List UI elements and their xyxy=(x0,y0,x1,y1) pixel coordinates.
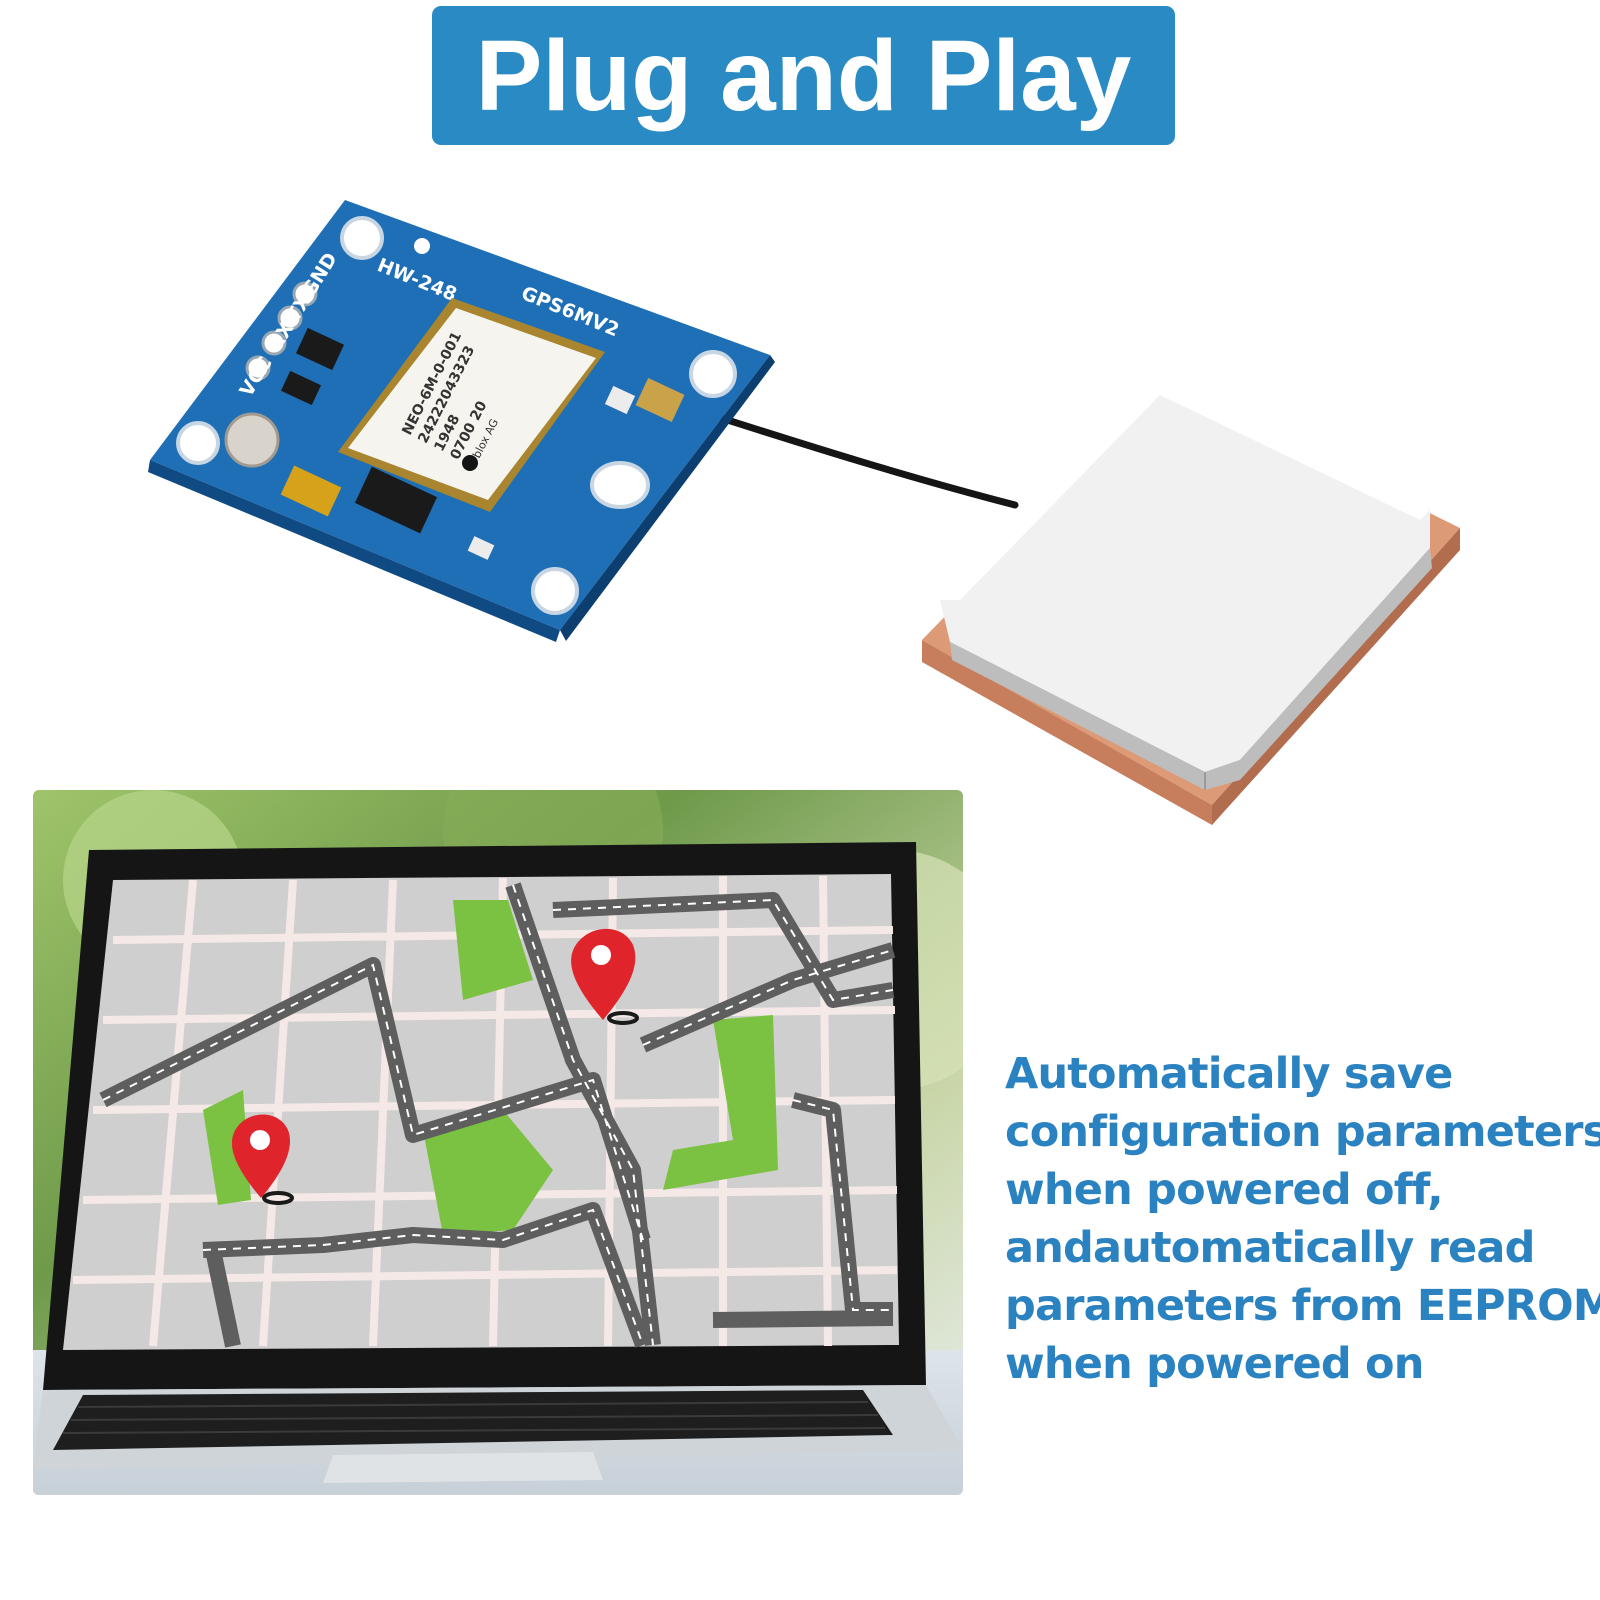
feature-line-3: when powered off, xyxy=(1005,1165,1444,1215)
feature-line-4: andautomatically read xyxy=(1005,1223,1535,1273)
headline-title: Plug and Play xyxy=(475,19,1132,132)
map-screen xyxy=(63,874,899,1350)
feature-line-1: Automatically save xyxy=(1005,1049,1453,1099)
patch-antenna xyxy=(922,378,1460,825)
map-pin-icon xyxy=(231,1114,294,1205)
map-pin-icon xyxy=(571,928,639,1025)
pcb-board: HW-248 GPS6MV2 VCC RX TX GND NEO-6M-0-00… xyxy=(148,200,775,642)
gps-module-illustration: HW-248 GPS6MV2 VCC RX TX GND NEO-6M-0-00… xyxy=(0,150,1600,830)
feature-description: Automatically save configuration paramet… xyxy=(1005,1045,1600,1393)
headline-banner: Plug and Play xyxy=(432,6,1175,145)
feature-line-6: when powered on xyxy=(1005,1339,1424,1389)
gps-chip: NEO-6M-0-001 24222043323 1948 0700 20 u-… xyxy=(338,298,605,512)
feature-line-2: configuration parameters xyxy=(1005,1107,1600,1157)
feature-line-5: parameters from EEPROM xyxy=(1005,1281,1600,1331)
laptop-map-photo xyxy=(33,790,963,1495)
